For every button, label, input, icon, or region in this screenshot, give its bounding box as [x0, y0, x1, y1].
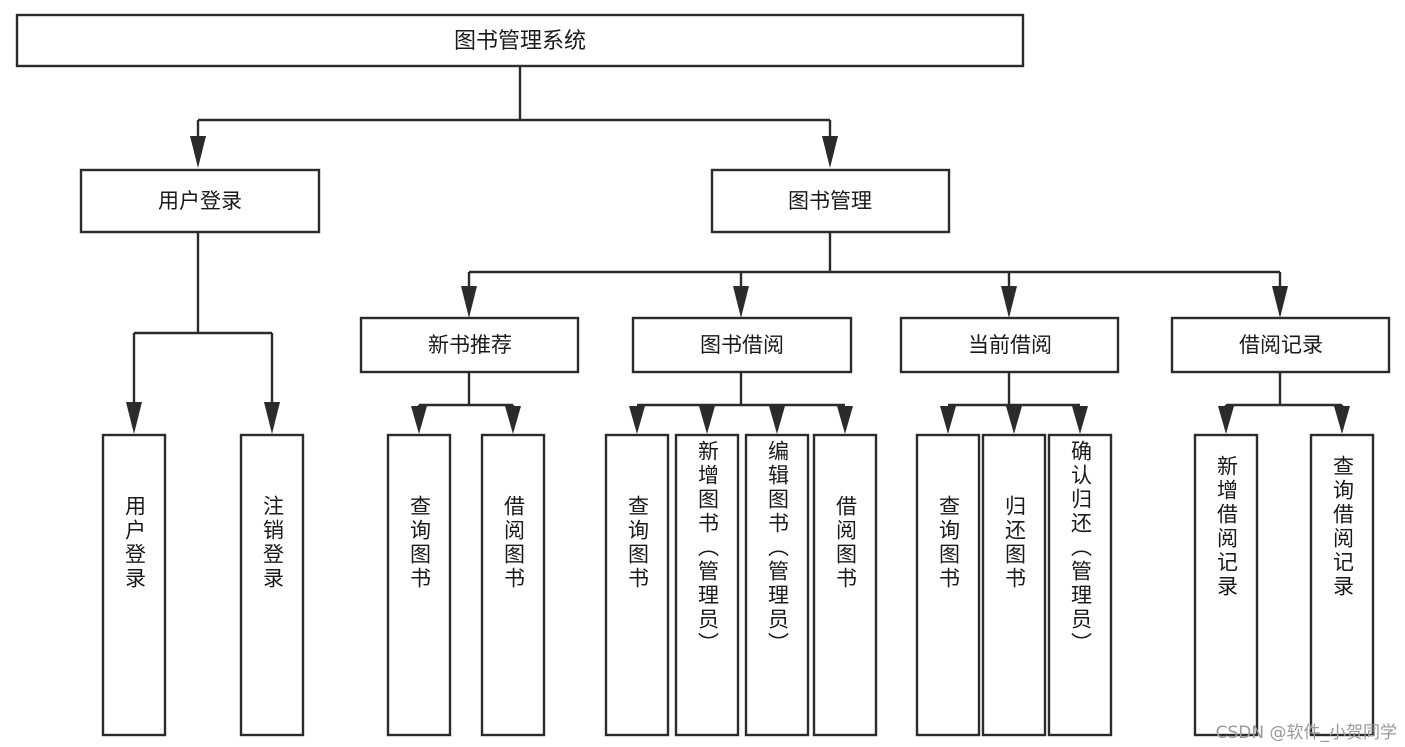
arrowhead-leaf-5 [629, 406, 645, 434]
leaf-box-1[interactable] [101, 433, 167, 737]
node-user-login[interactable]: 用户登录 [79, 168, 321, 234]
connector-group-new-book [411, 372, 521, 434]
arrowhead-bookmgmt [822, 136, 838, 168]
node-root-label: 图书管理系统 [454, 29, 586, 54]
node-borrow-record-box[interactable] [1170, 316, 1391, 374]
leaf-box-13[interactable] [1309, 433, 1375, 737]
arrowhead-leaf-13 [1334, 406, 1350, 434]
node-book-borrow-box[interactable] [631, 316, 853, 374]
node-user-login-box[interactable] [79, 168, 321, 234]
connector-group-book-mgmt [461, 232, 1288, 318]
arrowhead-leaf-6 [699, 406, 715, 434]
node-book-management-box[interactable] [710, 168, 951, 234]
node-current-borrow-label: 当前借阅 [968, 333, 1052, 357]
node-book-management-label: 图书管理 [788, 189, 872, 213]
node-user-login-label: 用户登录 [158, 189, 242, 213]
arrowhead-leaf-9 [940, 406, 956, 434]
leaf-box-7[interactable] [744, 433, 810, 737]
leaf-box-12[interactable] [1193, 433, 1259, 737]
leaf-box-11[interactable] [1047, 433, 1113, 737]
arrowhead-newbook [461, 286, 477, 318]
node-new-book-recommend[interactable]: 新书推荐 [359, 316, 580, 374]
leaf-box-5[interactable] [604, 433, 670, 737]
arrowhead-record [1272, 286, 1288, 318]
node-current-borrow[interactable]: 当前借阅 [899, 316, 1120, 374]
connector-group-borrow-record [1218, 372, 1350, 434]
node-book-borrow-label: 图书借阅 [700, 333, 784, 357]
leaf-box-2[interactable] [239, 433, 305, 737]
arrowhead-current [1001, 286, 1017, 318]
node-root-box[interactable] [15, 13, 1025, 68]
arrowhead-leaf-8 [837, 406, 853, 434]
connector-group-book-borrow [629, 372, 853, 434]
connector-group-root [190, 66, 838, 168]
arrowhead-borrow [733, 286, 749, 318]
node-borrow-record-label: 借阅记录 [1239, 333, 1323, 357]
node-new-book-recommend-box[interactable] [359, 316, 580, 374]
leaf-box-3[interactable] [386, 433, 452, 737]
node-book-borrow[interactable]: 图书借阅 [631, 316, 853, 374]
connector-group-user-login [126, 232, 280, 434]
leaf-box-10[interactable] [981, 433, 1047, 737]
arrowhead-leaf-11 [1072, 406, 1088, 434]
leaf-box-8[interactable] [812, 433, 878, 737]
node-current-borrow-box[interactable] [899, 316, 1120, 374]
arrowhead-leaf-4 [505, 406, 521, 434]
leaf-box-4[interactable] [480, 433, 546, 737]
node-borrow-record[interactable]: 借阅记录 [1170, 316, 1391, 374]
arrowhead-leaf-12 [1218, 406, 1234, 434]
arrowhead-leaf-2 [264, 402, 280, 434]
node-root[interactable]: 图书管理系统 [15, 13, 1025, 68]
arrowhead-leaf-7 [769, 406, 785, 434]
arrowhead-leaf-10 [1006, 406, 1022, 434]
node-new-book-recommend-label: 新书推荐 [428, 333, 512, 357]
leaf-box-9[interactable] [915, 433, 981, 737]
arrowhead-leaf-3 [411, 406, 427, 434]
connector-group-current-borrow [940, 372, 1088, 434]
arrowhead-leaf-1 [126, 402, 142, 434]
arrowhead-login [190, 136, 206, 168]
leaf-box-6[interactable] [674, 433, 740, 737]
node-book-management[interactable]: 图书管理 [710, 168, 951, 234]
